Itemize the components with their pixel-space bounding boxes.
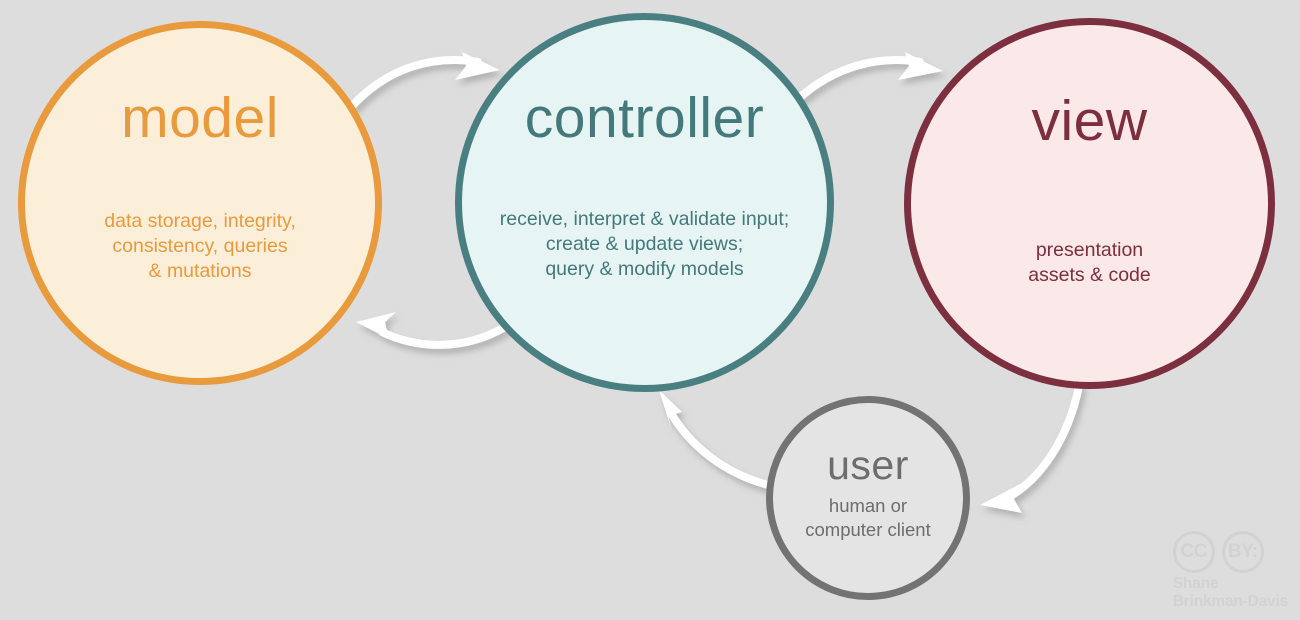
arrow-model-to-controller — [349, 52, 500, 109]
node-user-title: user — [827, 442, 909, 488]
creative-commons-license-badges[interactable]: CC BY: — [1172, 531, 1264, 574]
node-model-description: data storage, integrity,consistency, que… — [104, 210, 296, 282]
attribution-author-line1: Shane — [1172, 575, 1219, 593]
arrow-controller-to-view — [793, 52, 943, 104]
node-controller[interactable]: controller receive, interpret & validate… — [455, 13, 834, 392]
node-model[interactable]: model data storage, integrity,consistenc… — [18, 21, 382, 385]
cc-by-icon: BY: — [1221, 531, 1264, 574]
node-controller-description: receive, interpret & validate input;crea… — [499, 208, 790, 280]
node-view-title: view — [1031, 89, 1148, 153]
arrow-view-to-user — [980, 382, 1083, 513]
cc-icon: CC — [1172, 531, 1215, 574]
attribution-block: CC BY: Shane Brinkman-Davis — [1172, 531, 1288, 610]
attribution-author-line2: Brinkman-Davis — [1172, 592, 1288, 610]
node-controller-title: controller — [524, 86, 765, 150]
arrow-user-to-controller — [659, 390, 781, 491]
arrow-controller-to-model — [356, 312, 509, 349]
node-model-title: model — [121, 86, 279, 150]
attribution-author: Shane Brinkman-Davis — [1173, 575, 1288, 610]
